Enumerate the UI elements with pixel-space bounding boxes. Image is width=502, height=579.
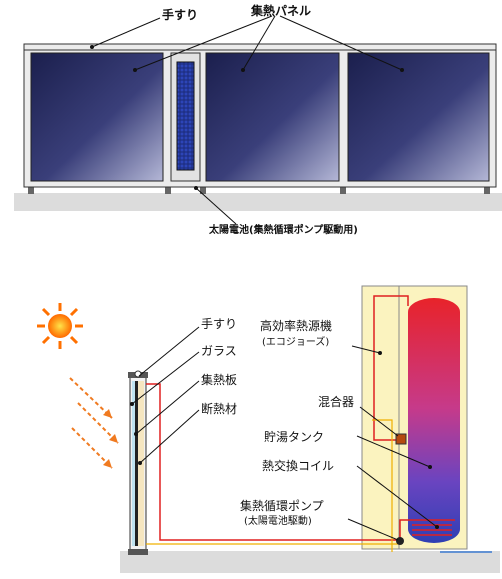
top-leg [340, 186, 346, 194]
leader-dot [194, 186, 198, 190]
label-insulation: 断熱材 [201, 401, 237, 416]
label-handrail-bottom: 手すり [201, 317, 237, 331]
label-solar-cell: 太陽電池(集熱循環ポンプ駆動用) [208, 223, 358, 236]
leader-solar-cell [195, 187, 237, 225]
leader-panel-1 [134, 15, 273, 71]
leader-handrail-b [138, 326, 200, 377]
label-handrail-top: 手すり [162, 7, 198, 22]
arrowheads [103, 409, 118, 468]
leader-dot [378, 351, 382, 355]
leader-pump [347, 518, 399, 541]
top-ground [14, 193, 502, 211]
leader-dot [400, 68, 404, 72]
sun-icon [37, 303, 83, 349]
leader-dot [134, 432, 138, 436]
collector-bottom-cap [128, 549, 148, 555]
leader-dot [130, 402, 134, 406]
sunlight-arrows [69, 377, 119, 469]
label-heat-source-sub: (エコジョーズ) [262, 335, 329, 348]
storage-tank [408, 298, 460, 543]
handrail-tube [134, 370, 142, 378]
collector-panel-1 [30, 52, 164, 182]
collector-panel-3 [347, 52, 490, 182]
leader-dot [90, 45, 94, 49]
leader-dot [428, 465, 432, 469]
label-mixer: 混合器 [318, 394, 354, 409]
leader-tank [356, 435, 431, 468]
collector-glass [132, 381, 135, 546]
leader-panel-3 [279, 15, 403, 71]
label-storage-tank: 貯湯タンク [264, 430, 324, 444]
label-pump-sub: (太陽電池駆動) [244, 514, 312, 527]
leader-dot [138, 461, 142, 465]
bottom-ground [120, 551, 500, 573]
leader-insulation [139, 409, 200, 464]
label-heat-exchange-coil: 熱交換コイル [262, 458, 334, 473]
leader-mixer [359, 406, 399, 437]
leader-dot [133, 68, 137, 72]
top-leg [165, 186, 171, 194]
top-leg [484, 186, 490, 194]
leader-heat-source [351, 345, 381, 354]
leader-dot [435, 525, 439, 529]
hot-water-piping [146, 295, 455, 541]
label-collector-panel: 集熱パネル [250, 3, 311, 18]
leader-coil [356, 465, 438, 528]
label-heat-source: 高効率熱源機 [260, 318, 332, 333]
label-pump: 集熱循環ポンプ [240, 498, 324, 513]
leader-plate [135, 380, 200, 435]
leader-panel-2 [242, 15, 276, 71]
mixer [395, 433, 407, 445]
collector-panel-2 [205, 52, 340, 182]
top-diagram: 手すり 集熱パネル 太陽電池(集熱循環ポンプ駆動用) [14, 3, 502, 236]
leader-handrail [91, 17, 161, 48]
top-leg [28, 186, 34, 194]
leader-glass [131, 351, 200, 405]
collector-plate [135, 381, 138, 546]
gas-piping [146, 419, 398, 552]
leader-dot [241, 68, 245, 72]
top-leg [200, 186, 206, 194]
circulation-pump [396, 537, 404, 545]
bottom-diagram: 手すり ガラス 集熱板 断熱材 高効率熱源機 (エコジョーズ) 混合器 貯湯タン… [37, 285, 500, 573]
label-glass: ガラス [201, 344, 237, 358]
solar-cell [176, 61, 195, 171]
label-collector-plate: 集熱板 [201, 372, 237, 387]
